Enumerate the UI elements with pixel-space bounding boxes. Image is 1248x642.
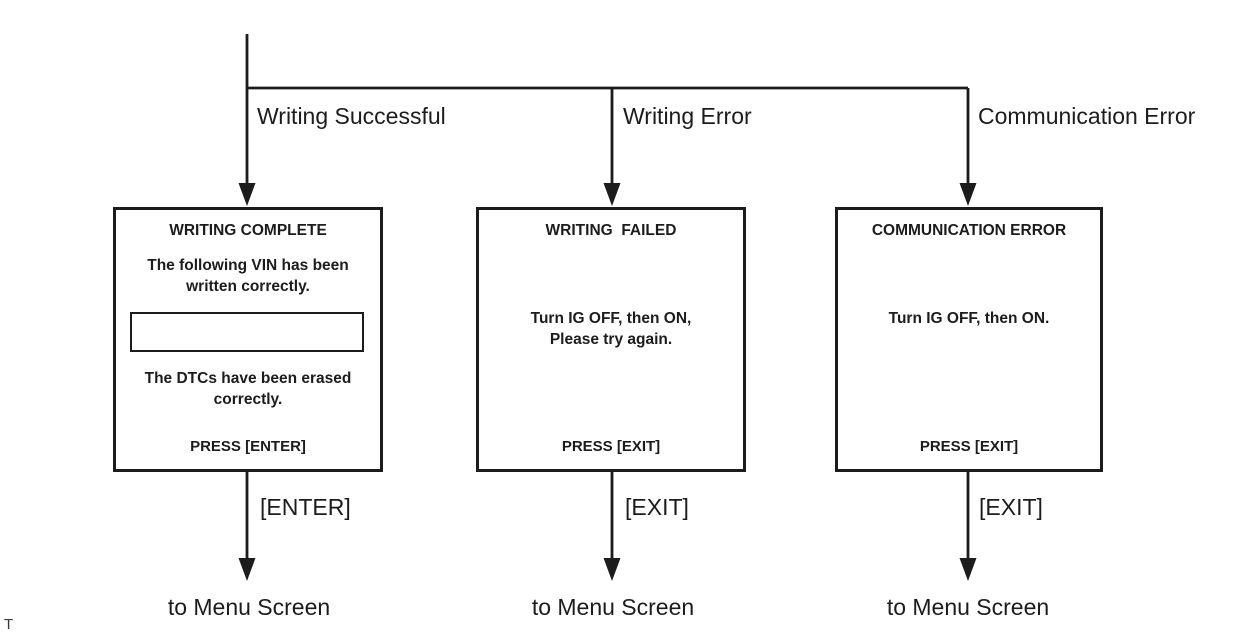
writing-failed-title: WRITING FAILED <box>545 222 677 239</box>
exit-key-label-right: [EXIT] <box>979 494 1043 520</box>
writing-failed-message: Turn IG OFF, then ON, Please try again. <box>530 310 692 348</box>
arrowhead-right-top <box>959 183 977 206</box>
branch-label-communication-error: Communication Error <box>978 103 1196 129</box>
dtc-erased-message: The DTCs have been erased correctly. <box>144 370 352 408</box>
vin-display-field <box>130 312 364 352</box>
arrowhead-left-bottom <box>238 558 256 581</box>
communication-error-title: COMMUNICATION ERROR <box>871 222 1067 239</box>
enter-key-label: [ENTER] <box>260 494 351 520</box>
destination-menu-screen-right: to Menu Screen <box>886 594 1050 620</box>
arrowhead-middle-top <box>603 183 621 206</box>
communication-error-message: Turn IG OFF, then ON. <box>888 310 1050 327</box>
press-exit-label-middle: PRESS [EXIT] <box>561 438 661 455</box>
writing-complete-title: WRITING COMPLETE <box>169 222 327 239</box>
writing-complete-screen: WRITING COMPLETE The following VIN has b… <box>113 207 383 472</box>
communication-error-screen: COMMUNICATION ERROR Turn IG OFF, then ON… <box>835 207 1103 472</box>
vin-written-message: The following VIN has been written corre… <box>147 257 349 295</box>
arrowhead-right-bottom <box>959 558 977 581</box>
arrowhead-middle-bottom <box>603 558 621 581</box>
writing-failed-screen: WRITING FAILED Turn IG OFF, then ON, Ple… <box>476 207 746 472</box>
destination-menu-screen-middle: to Menu Screen <box>531 594 695 620</box>
press-exit-label-right: PRESS [EXIT] <box>919 438 1019 455</box>
destination-menu-screen-left: to Menu Screen <box>167 594 331 620</box>
corner-note-text: T <box>4 616 14 633</box>
exit-key-label-middle: [EXIT] <box>625 494 689 520</box>
branch-label-writing-error: Writing Error <box>623 103 752 129</box>
press-enter-label: PRESS [ENTER] <box>190 438 306 455</box>
arrowhead-left-top <box>238 183 256 206</box>
branch-label-writing-successful: Writing Successful <box>257 103 446 129</box>
